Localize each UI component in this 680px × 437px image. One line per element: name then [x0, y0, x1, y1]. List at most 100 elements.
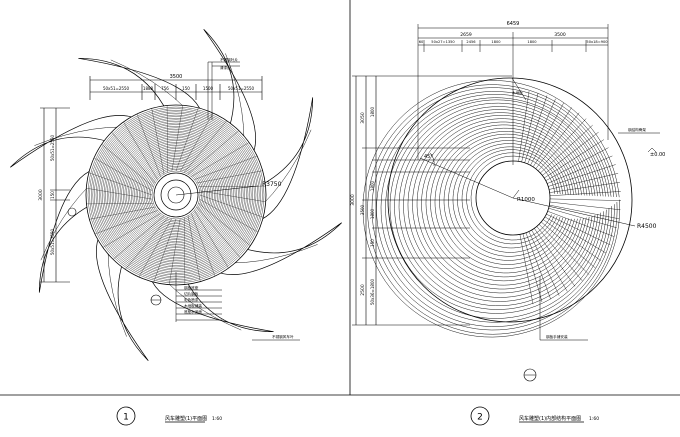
drawing-scale: 1:60 — [212, 416, 222, 422]
stair-tread — [530, 102, 564, 166]
disc-ring — [135, 154, 217, 236]
left-disc-spokes — [86, 105, 266, 285]
drawing-title: 风车雕塑(1)平面图 — [165, 415, 207, 422]
disc-ring — [108, 127, 244, 263]
disc-ring — [137, 156, 215, 234]
disc-spoke — [180, 112, 214, 172]
right-dim-seg: 2456 — [466, 40, 476, 44]
note-label: 钢板底座 — [184, 285, 199, 290]
spiral-ring — [439, 133, 574, 269]
blade — [204, 222, 342, 275]
stair-tread — [548, 164, 616, 187]
stair-tread — [518, 91, 530, 162]
stair-tread — [547, 155, 613, 184]
spiral-ring — [457, 146, 564, 253]
right-dim-vert: 3050 — [360, 112, 366, 124]
drawing-number: 1 — [123, 413, 129, 423]
right-radius-outer: R4500 — [637, 223, 657, 230]
note-label: 木地板铺装 — [184, 303, 202, 308]
stair-tread — [541, 221, 596, 269]
blade — [78, 57, 204, 129]
left-dim-seg: 1888 — [143, 86, 154, 91]
spiral-ring — [434, 131, 577, 274]
disc-ring — [103, 122, 249, 268]
spiral-ring — [412, 115, 590, 294]
disc-spoke — [89, 206, 156, 220]
right-dim-vert: 50x36=1800 — [370, 279, 375, 306]
disc-ring — [150, 169, 202, 221]
disc-spoke — [191, 213, 216, 277]
disc-spoke — [151, 108, 165, 175]
right-stair-treads — [518, 91, 622, 305]
stair-tread — [548, 173, 619, 190]
stair-tread — [542, 219, 602, 261]
note-label: 彩色喷漆 — [184, 297, 199, 302]
disc-ring — [113, 132, 239, 258]
left-callout-mark — [67, 207, 77, 217]
right-dim-seg: 1800 — [527, 40, 537, 44]
right-angle-label: 45° — [424, 154, 433, 160]
disc-ring — [121, 140, 231, 250]
drawing-number: 2 — [477, 413, 483, 423]
disc-ring — [110, 129, 242, 261]
right-dim-top: 2659 — [460, 32, 472, 38]
spiral-ring — [376, 91, 612, 327]
disc-spoke — [175, 107, 199, 172]
disc-spoke — [184, 217, 186, 285]
left-dim-total: 3500 — [170, 74, 183, 80]
stair-tread — [525, 232, 551, 300]
drawing-title: 风车雕塑(1)内部结构平面图 — [519, 415, 581, 422]
left-hub-inner — [160, 179, 192, 211]
left-dim-seg: 150 — [182, 86, 190, 91]
spiral-ring — [407, 112, 593, 298]
spiral-ring — [421, 121, 585, 286]
note-label: 切片钢板 — [184, 291, 199, 296]
stair-tread — [549, 204, 620, 219]
blade — [203, 29, 256, 167]
disc-spoke — [196, 170, 263, 184]
disc-spoke — [194, 210, 229, 269]
disc-spoke — [199, 199, 259, 233]
right-dim-vert: 2500 — [360, 284, 366, 296]
spiral-ring — [380, 94, 610, 323]
disc-spoke — [153, 218, 177, 283]
note-label: 钢板手铺安装 — [546, 334, 568, 339]
disc-spoke — [86, 188, 153, 200]
disc-spoke — [101, 144, 154, 187]
stair-tread — [544, 216, 607, 254]
disc-spoke — [88, 172, 153, 196]
disc-spoke — [138, 218, 172, 278]
disc-spoke — [102, 213, 161, 248]
disc-ring — [142, 161, 210, 229]
right-dim-overall: 6459 — [507, 21, 520, 27]
stair-tread — [542, 131, 599, 176]
disc-spoke — [113, 215, 165, 260]
disc-ring — [140, 159, 212, 231]
right-dim-vert: 3000 — [350, 194, 356, 206]
title-block-1: 1 风车雕塑(1)平面图 1:60 — [116, 406, 222, 426]
spiral-ring — [362, 80, 620, 338]
disc-spoke — [171, 105, 183, 172]
stair-tread — [537, 118, 587, 171]
disc-ring — [105, 124, 247, 266]
blade — [10, 115, 148, 168]
disc-spoke — [191, 142, 250, 177]
disc-spoke — [94, 210, 158, 235]
stair-tread — [534, 228, 576, 287]
right-spiral-rings — [362, 77, 633, 338]
spiral-ring — [470, 155, 556, 241]
spiral-ring — [398, 106, 599, 306]
stair-tread — [536, 226, 583, 281]
right-dim-seg: 50x27=1350 — [431, 40, 455, 44]
stair-tread — [528, 231, 560, 296]
stair-tread — [531, 229, 568, 292]
disc-spoke — [196, 206, 241, 258]
disc-ring — [145, 164, 207, 226]
right-dim-seg: 60 — [419, 40, 424, 44]
disc-spoke — [187, 215, 201, 282]
disc-ring — [143, 162, 209, 228]
blade — [242, 97, 314, 223]
disc-ring — [148, 167, 204, 223]
disc-spoke — [187, 130, 239, 175]
right-dim-vert: 3500 — [360, 204, 365, 215]
